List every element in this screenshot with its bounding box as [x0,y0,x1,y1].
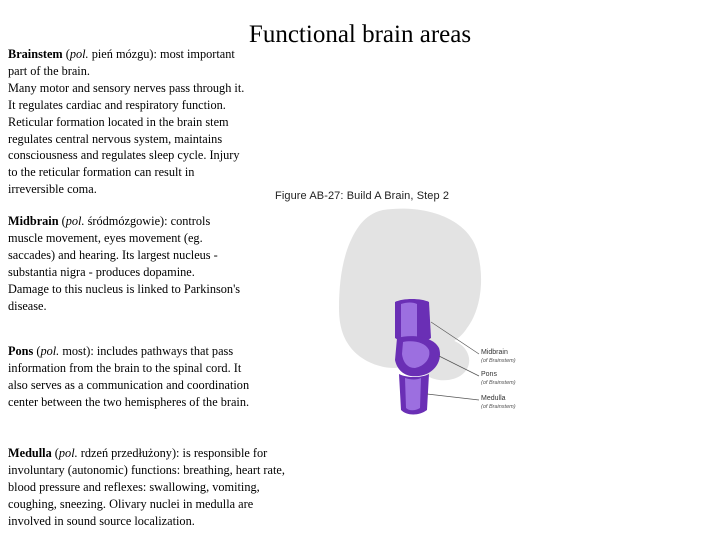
brainstem-line: regulates central nervous system, mainta… [8,131,223,146]
pol-word: pień mózgu [91,47,150,61]
midbrain-label-name: Midbrain [481,349,508,356]
midbrain-line: substantia nigra - produces dopamine. [8,264,195,279]
midbrain-label-sub: (of Brainstem) [481,358,516,364]
medulla-label-name: Medulla [481,395,506,402]
midbrain-highlight [401,302,417,340]
medulla-label: Medulla (of Brainstem) [481,395,516,411]
brainstem-line: Many motor and sensory nerves pass throu… [8,80,245,95]
pons-line: also serves as a communication and coord… [8,377,250,392]
pol-label: pol. [65,214,85,228]
pons-line: center between the two hemispheres of th… [8,394,250,409]
pons-label-name: Pons [481,371,497,378]
medulla-line: involved in sound source localization. [8,513,195,528]
midbrain-paragraph: Midbrain (pol. śródmózgowie): controls m… [8,213,283,314]
pol-label: pol. [40,344,60,358]
brainstem-line: Reticular formation located in the brain… [8,114,229,129]
pol-label: pol. [58,446,78,460]
pol-word: rdzeń przedłużony [80,446,172,460]
medulla-label-sub: (of Brainstem) [481,404,516,410]
pol-word: śródmózgowie [87,214,161,228]
midbrain-line: Damage to this nucleus is linked to Park… [8,281,241,296]
midbrain-line: saccades) and hearing. Its largest nucle… [8,247,218,262]
brainstem-term: Brainstem [8,47,63,61]
brainstem-line: It regulates cardiac and respiratory fun… [8,97,226,112]
medulla-leader-line [426,393,480,401]
medulla-paragraph: Medulla (pol. rdzeń przedłużony): is res… [8,445,333,530]
figure-caption: Figure AB-27: Build A Brain, Step 2 [275,190,450,202]
pons-line-1: Pons (pol. most): includes pathways that… [8,344,234,358]
midbrain-leader-line [430,321,480,355]
pol-label: pol. [69,47,89,61]
pons-line: information from the brain to the spinal… [8,360,242,375]
brain-silhouette [339,208,482,368]
brain-figure: Figure AB-27: Build A Brain, Step 2 Midb… [255,188,545,428]
brain-illustration [339,208,482,415]
pons-label-sub: (of Brainstem) [481,380,516,386]
pons-highlight [402,341,430,368]
pons-paragraph: Pons (pol. most): includes pathways that… [8,343,293,411]
midbrain-line: disease. [8,298,47,313]
medulla-highlight [405,378,421,411]
midbrain-line-1: Midbrain (pol. śródmózgowie): controls [8,214,211,228]
medulla-line: blood pressure and reflexes: swallowing,… [8,479,260,494]
pons-label: Pons (of Brainstem) [481,371,516,387]
page-title: Functional brain areas [248,21,472,48]
medulla-term: Medulla [8,446,52,460]
medulla-line: coughing, sneezing. Olivary nuclei in me… [8,496,254,511]
brainstem-line: to the reticular formation can result in [8,165,195,180]
pons-term: Pons [8,344,34,358]
brainstem-paragraph: Brainstem (pol. pień mózgu): most import… [8,46,283,198]
midbrain-label: Midbrain (of Brainstem) [481,349,516,365]
pol-word: most [62,344,87,358]
brainstem-line-1: Brainstem (pol. pień mózgu): most import… [8,47,235,61]
midbrain-line: muscle movement, eyes movement (eg. [8,230,203,245]
pons-leader-line [438,355,480,377]
midbrain-term: Midbrain [8,214,59,228]
brainstem-line: part of the brain. [8,63,90,78]
brainstem-line: consciousness and regulates sleep cycle.… [8,148,240,163]
medulla-line: involuntary (autonomic) functions: breat… [8,462,285,477]
brainstem-line: irreversible coma. [8,182,97,197]
medulla-line-1: Medulla (pol. rdzeń przedłużony): is res… [8,446,268,460]
